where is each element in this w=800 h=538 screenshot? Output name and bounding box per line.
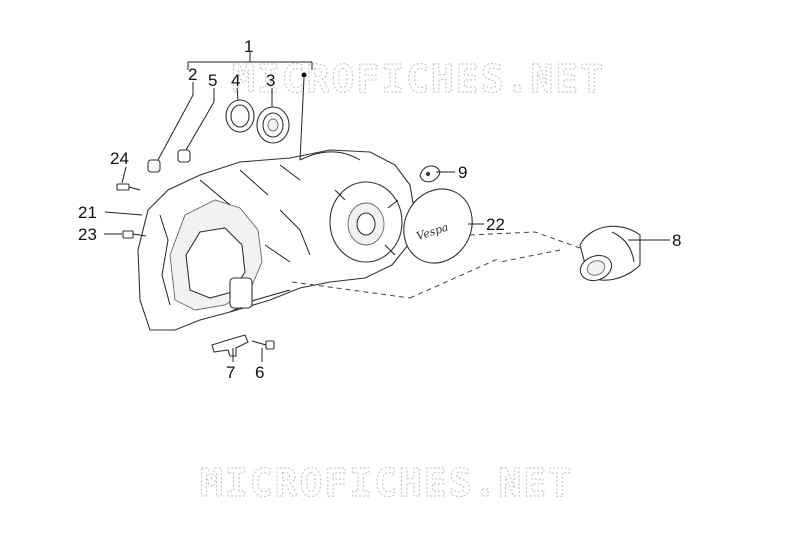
mounting-bolt: [251, 340, 275, 350]
callout-7: 7: [226, 363, 235, 382]
screw-top: [116, 183, 141, 191]
callout-8: 8: [672, 231, 681, 250]
assembly-dot: [301, 72, 307, 78]
watermark-bottom: MICROFICHES.NET: [200, 461, 573, 505]
alignment-line-d: [499, 249, 561, 263]
cover-latch: [229, 277, 253, 309]
callout-3: 3: [266, 71, 275, 90]
seal-ring: [225, 99, 255, 133]
watermark-top: MICROFICHES.NET: [232, 57, 605, 101]
screw-side: [122, 230, 147, 239]
callout-1: 1: [244, 37, 253, 56]
bearing: [256, 106, 290, 144]
callout-23: 23: [78, 225, 97, 244]
callout-22: 22: [486, 215, 505, 234]
vespa-badge: Vespa: [403, 188, 473, 264]
callout-5: 5: [208, 71, 217, 90]
callout-9: 9: [458, 163, 467, 182]
assembly-bracket: [187, 52, 313, 78]
alignment-line-c: [469, 231, 581, 249]
dowel-pin-right: [177, 149, 191, 163]
alignment-line-a: [291, 281, 411, 299]
callout-21: 21: [78, 203, 97, 222]
callout-2: 2: [188, 65, 197, 84]
callout-24: 24: [110, 149, 129, 168]
small-cap: [419, 165, 441, 183]
callout-4: 4: [231, 71, 240, 90]
mounting-bracket: [211, 334, 249, 357]
alignment-line-b: [409, 257, 501, 299]
pulley-boss: [329, 181, 403, 263]
air-duct: [579, 225, 641, 282]
dowel-pin-left: [147, 159, 161, 173]
leader-lines: [104, 77, 670, 362]
callout-6: 6: [255, 363, 264, 382]
